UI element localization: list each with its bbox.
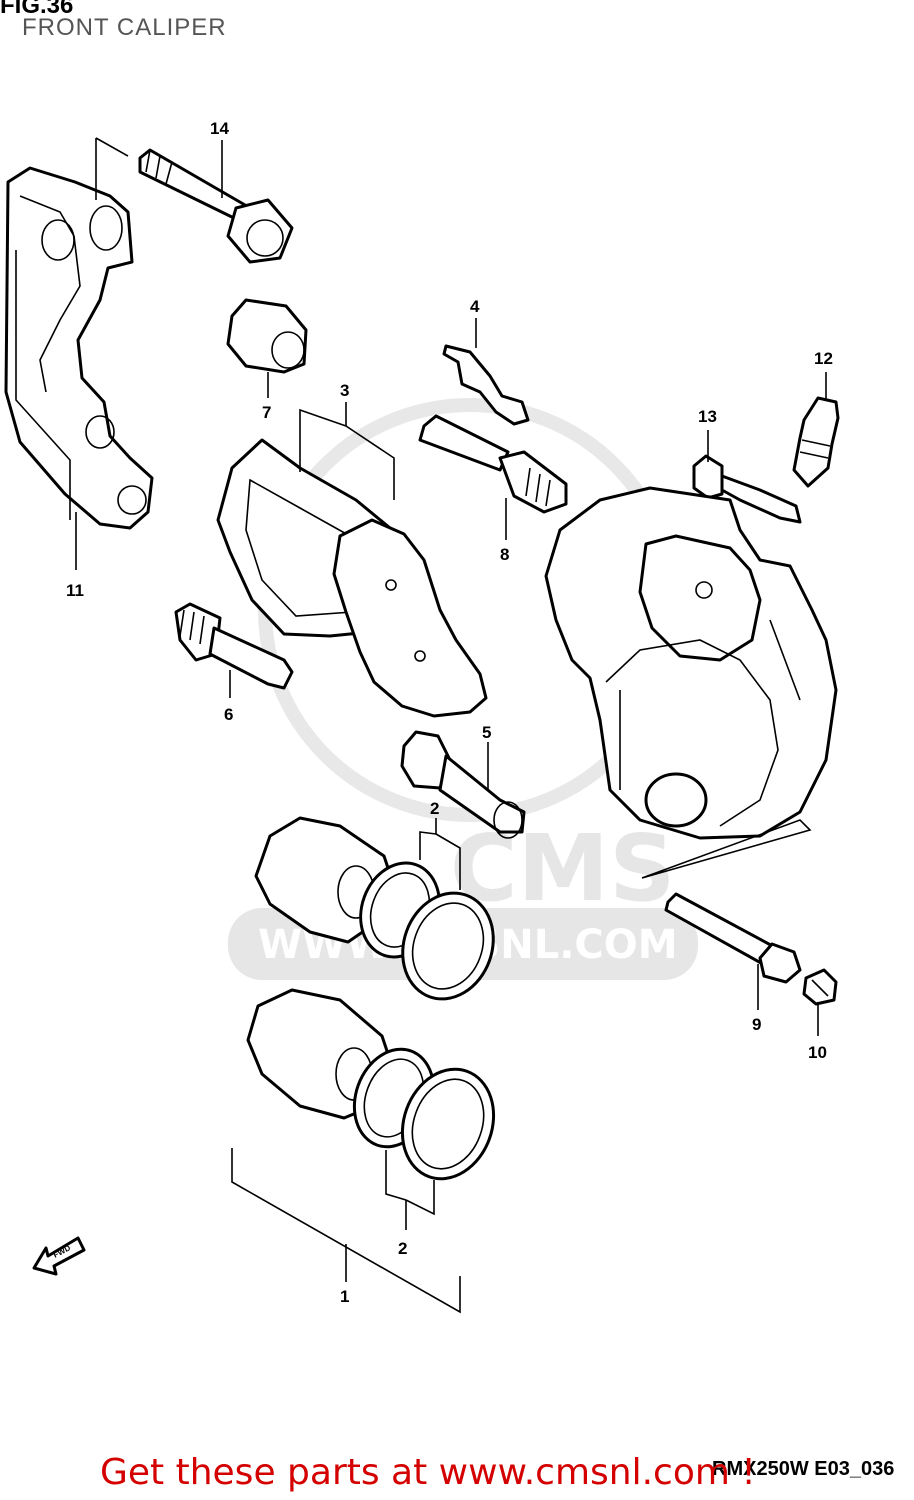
callout-4: 4 — [470, 297, 480, 316]
bleeder-valve-part-12 — [792, 396, 840, 488]
bracket-part-11 — [4, 166, 154, 530]
bolt-part-14 — [138, 148, 294, 264]
callout-3: 3 — [340, 381, 349, 400]
piston-upper — [254, 816, 495, 1001]
callout-8: 8 — [500, 545, 509, 564]
callout-11: 11 — [66, 581, 84, 600]
bleeder-cap-part-13 — [692, 454, 802, 524]
callout-7: 7 — [262, 403, 271, 422]
boot-part-7 — [226, 298, 308, 374]
figure-number: FIG.36 — [0, 0, 74, 19]
caliper-body — [544, 486, 838, 840]
callout-2-lower: 2 — [398, 1239, 407, 1258]
callout-12: 12 — [814, 349, 833, 368]
slide-pin-part-9 — [664, 892, 802, 984]
callout-1: 1 — [340, 1287, 349, 1306]
callout-13: 13 — [698, 407, 717, 426]
brake-pads-part-3 — [216, 438, 488, 718]
diagram-code: RMX250W E03_036 — [712, 1458, 895, 1480]
plug-part-10 — [802, 968, 838, 1006]
slide-pin-part-8 — [418, 414, 568, 514]
piston-lower — [246, 988, 496, 1181]
callout-14: 14 — [210, 119, 229, 138]
watermark-brand: CMS — [450, 815, 675, 922]
pad-spring-part-4 — [442, 344, 530, 426]
figure-title: FRONT CALIPER — [22, 14, 227, 41]
callout-5: 5 — [482, 723, 491, 742]
leader-lines — [75, 137, 827, 1314]
footer-parts-link[interactable]: Get these parts at www.cmsnl.com ! — [100, 1452, 756, 1493]
callout-2-upper: 2 — [430, 799, 439, 818]
callout-6: 6 — [224, 705, 233, 724]
callout-10: 10 — [808, 1043, 827, 1062]
forward-arrow-icon: FWD — [32, 1236, 86, 1276]
sleeve-part-5 — [400, 730, 526, 839]
slide-pin-part-6 — [174, 602, 294, 690]
callout-numbers: 14 7 3 4 12 13 8 11 6 5 2 9 10 2 1 — [66, 119, 833, 1306]
callout-9: 9 — [752, 1015, 761, 1034]
